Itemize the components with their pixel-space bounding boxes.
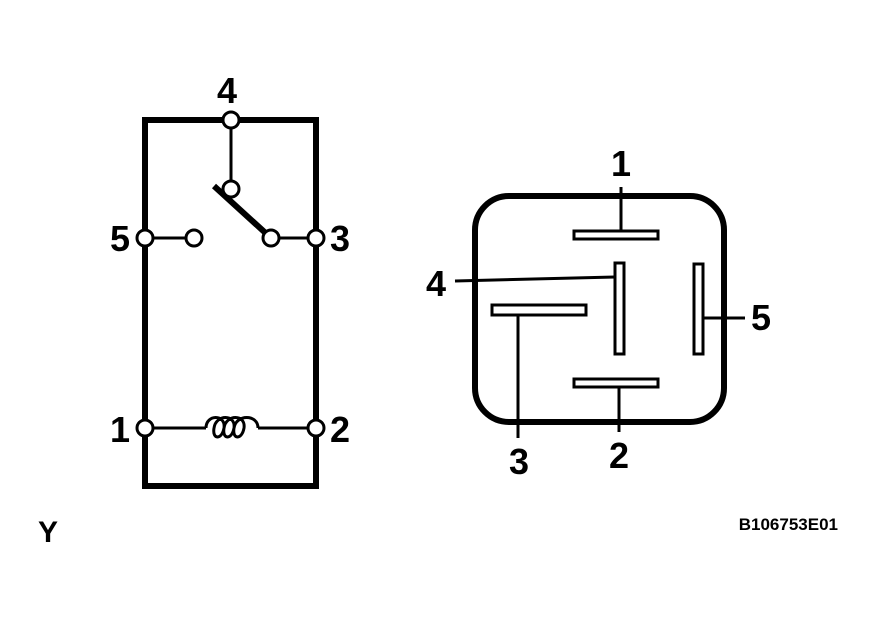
view-letter: Y — [38, 516, 58, 549]
switch-arm — [211, 183, 274, 241]
schematic-pin-4-label: 4 — [217, 70, 237, 111]
connector-pin-1-label: 1 — [611, 143, 631, 184]
pivot-point — [221, 179, 241, 199]
connector-body — [472, 193, 727, 425]
blade-2 — [572, 377, 660, 389]
relay-connector-face: 1 4 5 3 2 — [426, 143, 771, 482]
connector-pin-2-label: 2 — [609, 435, 629, 476]
schematic-pin-2-label: 2 — [330, 409, 350, 450]
terminal-5 — [135, 228, 155, 248]
connector-pin-5-label: 5 — [751, 297, 771, 338]
schematic-pin-5-label: 5 — [110, 218, 130, 259]
terminal-3 — [306, 228, 326, 248]
blade-3 — [490, 303, 588, 317]
leader-4 — [454, 275, 616, 283]
no-contact — [261, 228, 281, 248]
schematic-pin-3-label: 3 — [330, 218, 350, 259]
blade-4 — [613, 261, 626, 356]
connector-pin-4-label: 4 — [426, 263, 446, 304]
terminal-2 — [306, 418, 326, 438]
coil-symbol — [204, 416, 260, 439]
terminal-4 — [221, 110, 241, 130]
nc-contact — [184, 228, 204, 248]
blade-5 — [692, 262, 705, 356]
relay-schematic: 4 5 3 1 2 — [110, 70, 350, 489]
blade-1 — [572, 229, 660, 241]
terminal-1 — [135, 418, 155, 438]
figure-code: B106753E01 — [739, 515, 838, 534]
schematic-pin-1-label: 1 — [110, 409, 130, 450]
connector-pin-3-label: 3 — [509, 441, 529, 482]
